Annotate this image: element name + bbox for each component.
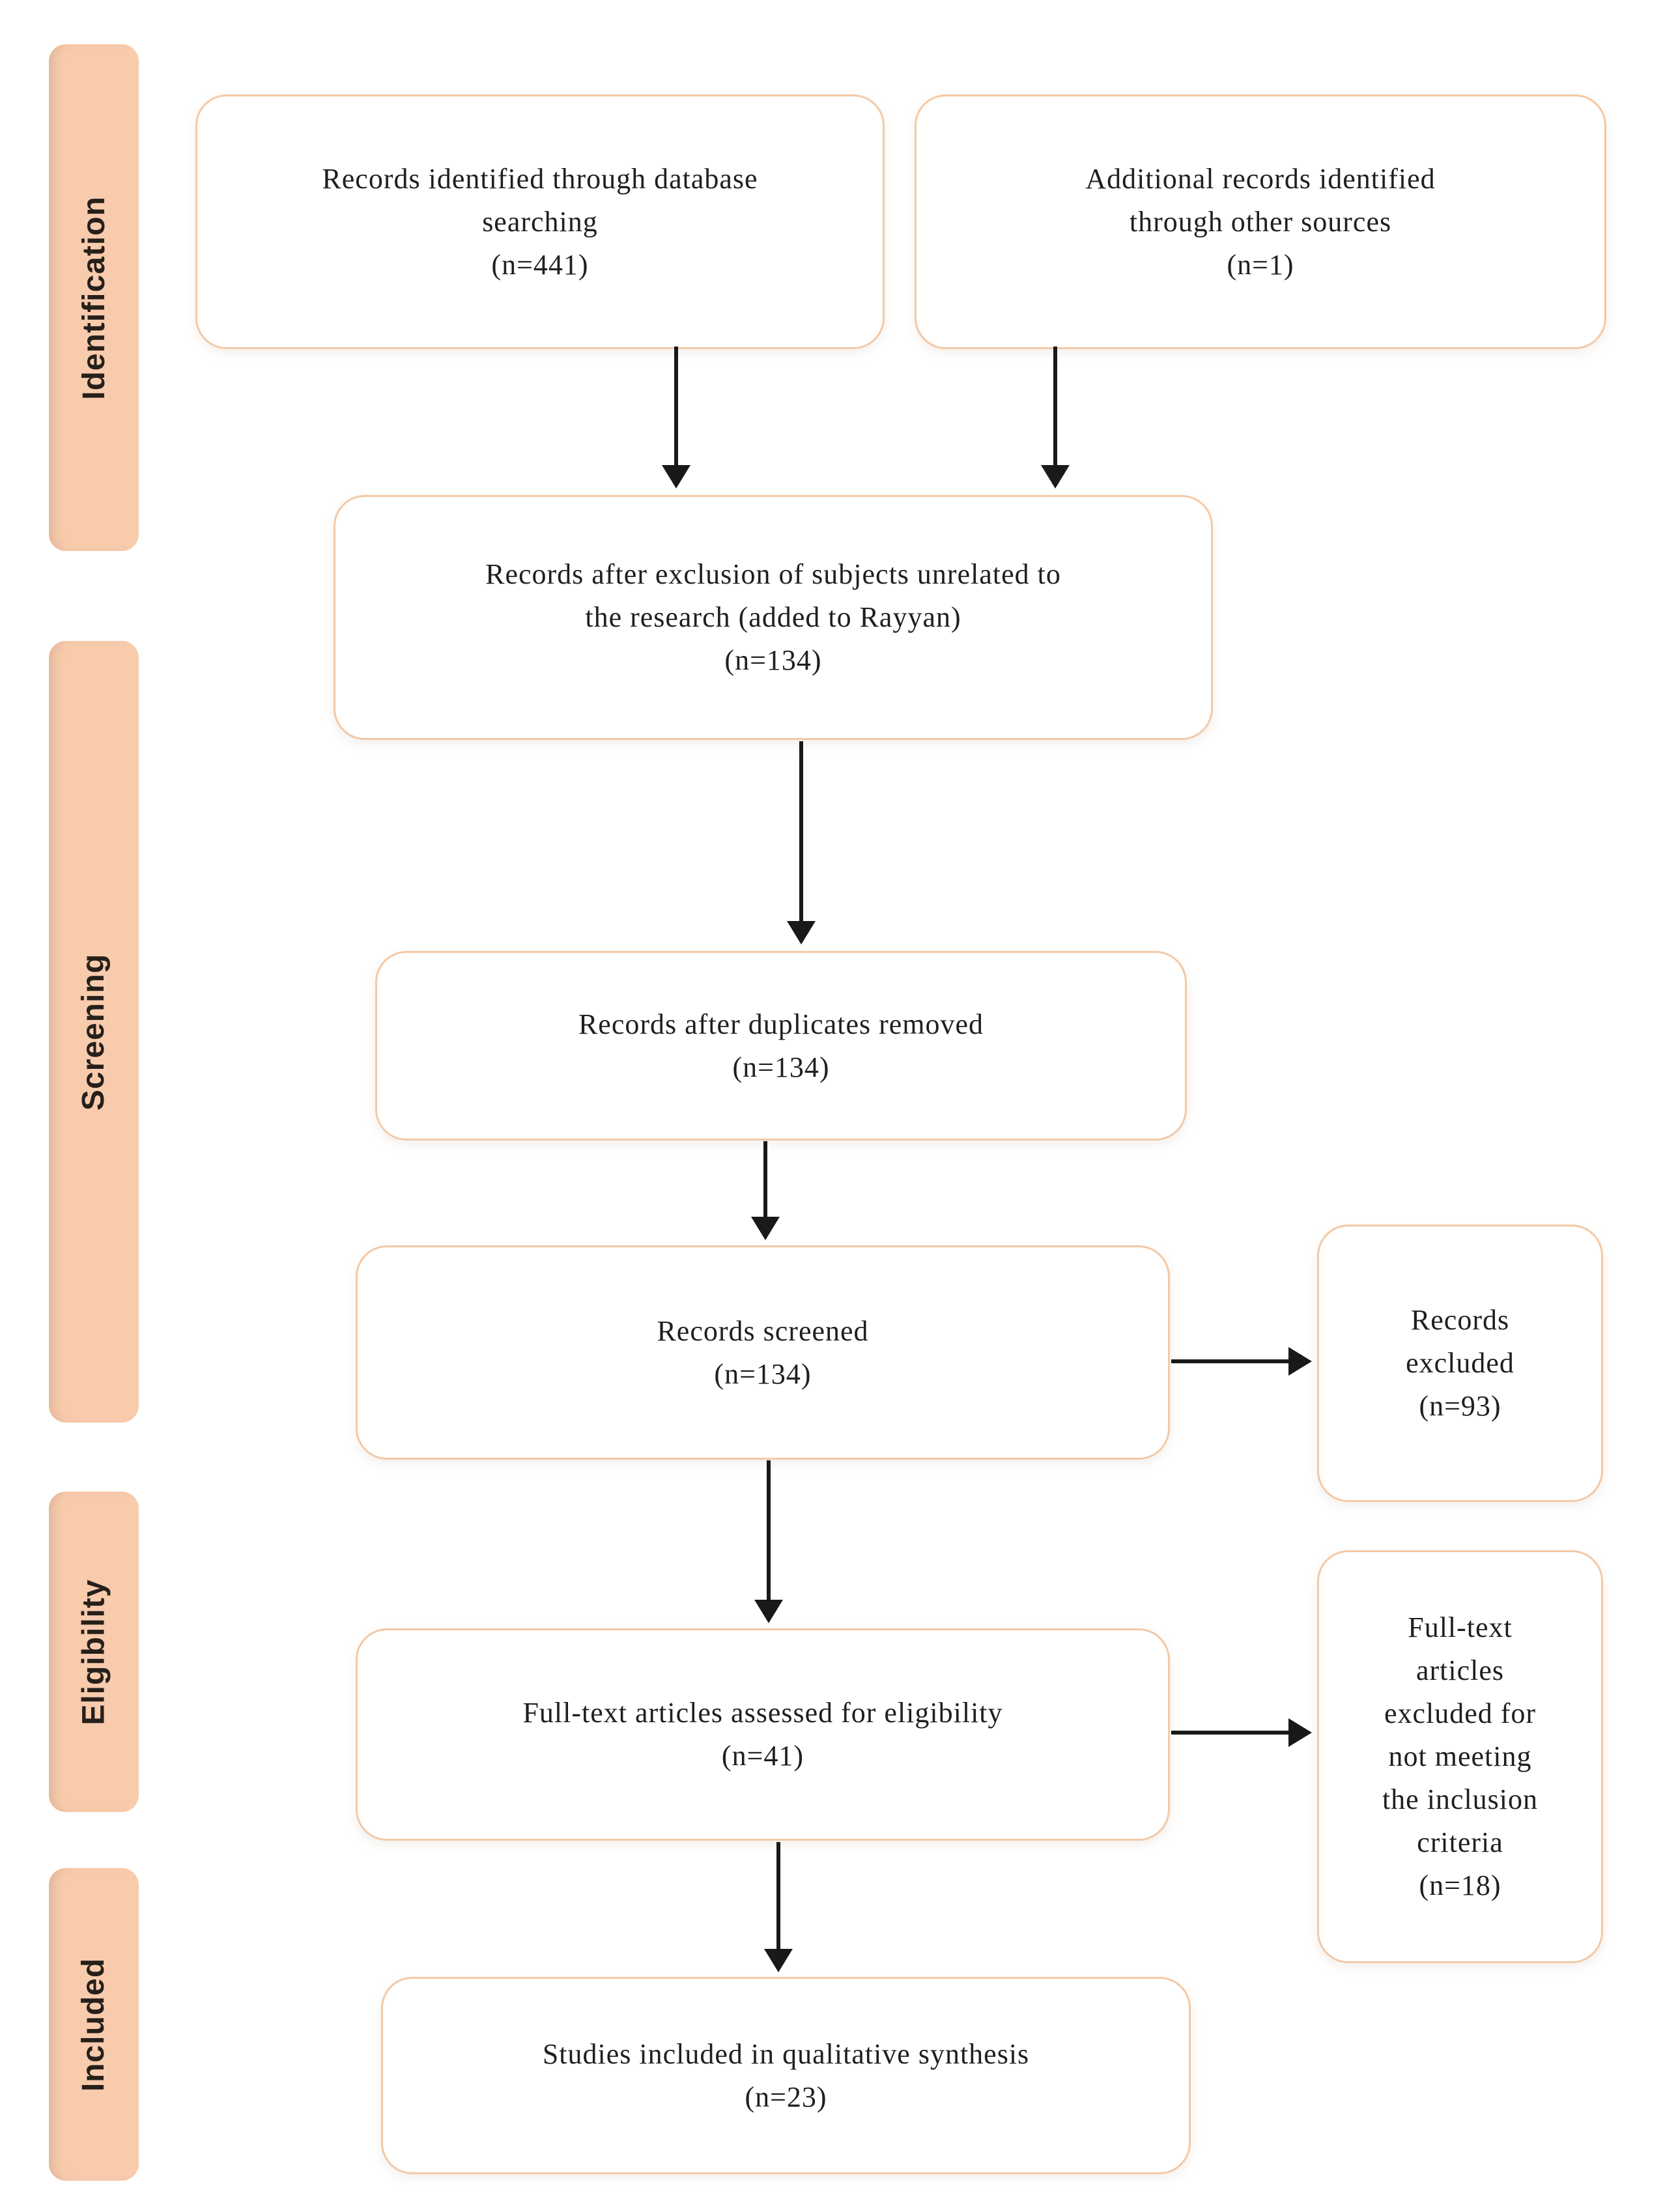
arrow-shaft bbox=[1053, 347, 1057, 469]
arrow-fulltext-to-fulltext-excluded bbox=[1171, 1718, 1312, 1747]
arrow-screened-to-fulltext bbox=[754, 1460, 783, 1623]
stage-band-screening: Screening bbox=[49, 641, 139, 1423]
box-studies-included-qualitative: Studies included in qualitative synthesi… bbox=[381, 1977, 1191, 2174]
arrow-down-head bbox=[764, 1949, 793, 1972]
box-records-after-duplicates-removed-text: Records after duplicates removed (n=134) bbox=[578, 1008, 984, 1083]
box-records-identified-database-text: Records identified through database sear… bbox=[322, 162, 758, 281]
arrow-screened-to-excluded bbox=[1171, 1347, 1312, 1376]
box-records-excluded: Records excluded (n=93) bbox=[1317, 1225, 1603, 1502]
stage-band-included: Included bbox=[49, 1868, 139, 2181]
box-records-after-duplicates-removed: Records after duplicates removed (n=134) bbox=[375, 951, 1187, 1141]
arrow-down-head bbox=[787, 921, 816, 944]
arrow-exclusion-to-duplicates bbox=[787, 741, 816, 944]
arrow-shaft bbox=[799, 741, 803, 925]
box-additional-records-other-sources-text: Additional records identified through ot… bbox=[1085, 162, 1436, 281]
stage-band-eligibility: Eligibility bbox=[49, 1492, 139, 1812]
box-records-after-exclusion-unrelated: Records after exclusion of subjects unre… bbox=[334, 495, 1213, 740]
arrow-right-head bbox=[1288, 1718, 1312, 1747]
arrow-down-head bbox=[1041, 465, 1070, 489]
box-fulltext-excluded-text: Full-text articles excluded for not meet… bbox=[1382, 1611, 1539, 1901]
arrow-other-sources-to-exclusion bbox=[1041, 347, 1070, 489]
box-records-screened-text: Records screened (n=134) bbox=[657, 1314, 869, 1390]
box-records-screened: Records screened (n=134) bbox=[356, 1245, 1170, 1460]
arrow-shaft bbox=[763, 1141, 767, 1221]
box-records-identified-database: Records identified through database sear… bbox=[195, 94, 885, 349]
box-studies-included-qualitative-text: Studies included in qualitative synthesi… bbox=[542, 2037, 1030, 2113]
arrow-fulltext-to-included bbox=[764, 1842, 793, 1972]
arrow-down-head bbox=[751, 1217, 780, 1240]
box-fulltext-excluded: Full-text articles excluded for not meet… bbox=[1317, 1550, 1603, 1963]
stage-band-identification-label: Identification bbox=[76, 195, 111, 400]
arrow-database-to-exclusion bbox=[662, 347, 690, 489]
box-records-excluded-text: Records excluded (n=93) bbox=[1406, 1304, 1514, 1422]
arrow-shaft bbox=[776, 1842, 780, 1953]
arrow-down-head bbox=[662, 465, 690, 489]
box-additional-records-other-sources: Additional records identified through ot… bbox=[915, 94, 1606, 349]
arrow-shaft bbox=[674, 347, 678, 469]
stage-band-screening-label: Screening bbox=[76, 953, 111, 1111]
stage-band-identification: Identification bbox=[49, 44, 139, 551]
arrow-down-head bbox=[754, 1600, 783, 1623]
arrow-shaft bbox=[1171, 1731, 1292, 1735]
stage-band-included-label: Included bbox=[76, 1957, 111, 2091]
arrow-shaft bbox=[1171, 1359, 1292, 1363]
box-fulltext-assessed-text: Full-text articles assessed for eligibil… bbox=[522, 1697, 1003, 1772]
box-records-after-exclusion-unrelated-text: Records after exclusion of subjects unre… bbox=[485, 558, 1061, 676]
arrow-shaft bbox=[767, 1460, 771, 1604]
box-fulltext-assessed: Full-text articles assessed for eligibil… bbox=[356, 1628, 1170, 1841]
stage-band-eligibility-label: Eligibility bbox=[76, 1578, 111, 1725]
arrow-duplicates-to-screened bbox=[751, 1141, 780, 1240]
arrow-right-head bbox=[1288, 1347, 1312, 1376]
